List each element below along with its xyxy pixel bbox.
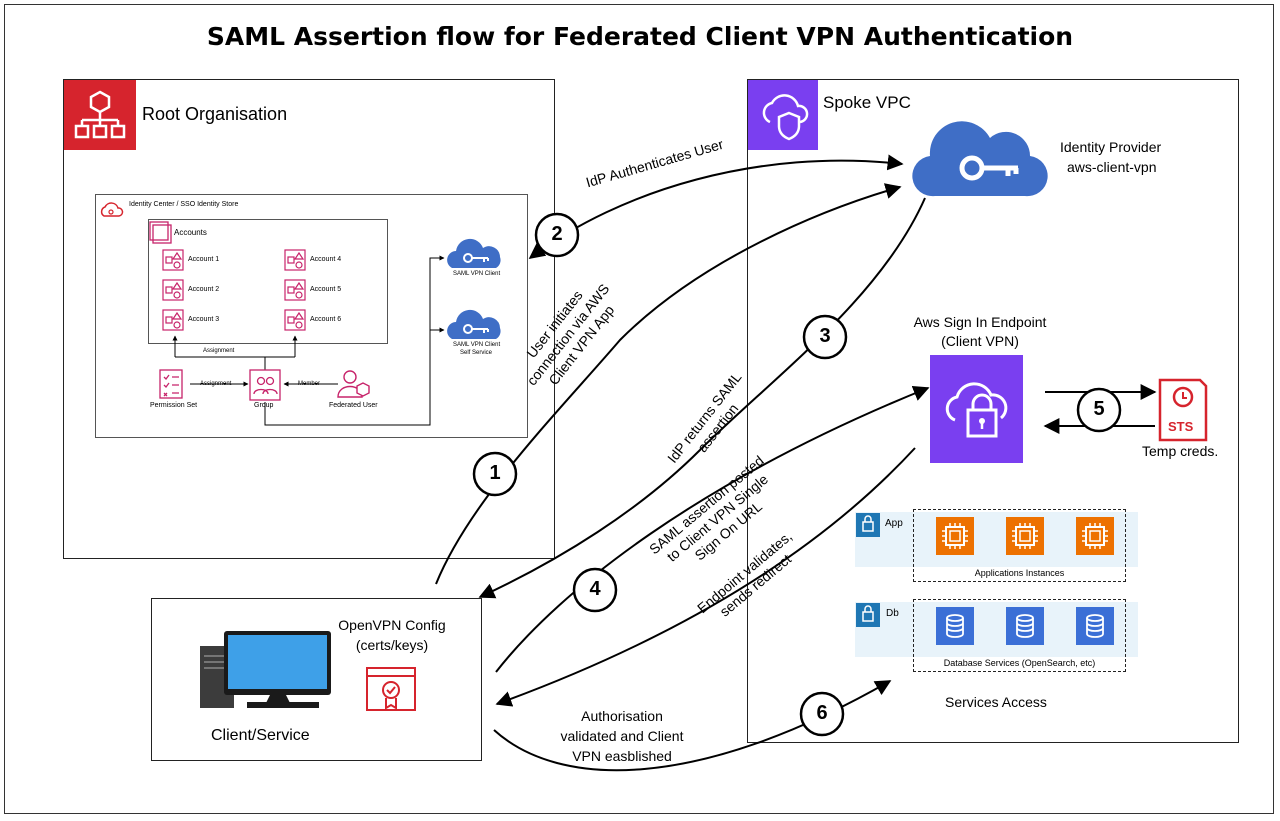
- assignment-left-label: Assignment: [200, 381, 232, 387]
- accounts-icon: [149, 221, 172, 244]
- account-4-label: Account 4: [310, 256, 342, 263]
- client-service-box: [151, 598, 482, 761]
- federated-user-icon: [337, 370, 370, 398]
- step-6-number: 6: [816, 702, 828, 724]
- authorisation-label: Authorisation validated and Client VPN e…: [542, 706, 702, 766]
- authorisation-line-1: Authorisation: [581, 708, 663, 724]
- account-6-label: Account 6: [310, 316, 342, 323]
- identity-center-label: Identity Center / SSO Identity Store: [129, 201, 239, 208]
- vpc-shield-icon: [748, 80, 818, 150]
- saml-vpn-client-self-service-cloud-icon: [447, 309, 501, 339]
- ec2-instance-icons: [936, 517, 1114, 555]
- step-4-number: 4: [589, 578, 601, 600]
- spoke-vpc-box: [747, 79, 1239, 743]
- diagram-frame: [4, 4, 1274, 814]
- permission-set-label: Permission Set: [150, 402, 198, 409]
- openvpn-config-label-1: OpenVPN Config: [338, 617, 446, 633]
- client-vpn-endpoint-icon: [930, 355, 1023, 463]
- member-label: Member: [298, 381, 321, 387]
- permission-set-icon: [159, 369, 183, 399]
- accounts-box: [148, 219, 388, 344]
- certificate-icon: [366, 667, 416, 711]
- saml-vpn-client-self-label-1: SAML VPN Client: [453, 342, 501, 348]
- app-tag-label: App: [885, 518, 903, 529]
- step-3-number: 3: [819, 325, 831, 347]
- db-tag-label: Db: [886, 608, 899, 619]
- account-5-label: Account 5: [310, 286, 342, 293]
- diagram-title: SAML Assertion flow for Federated Client…: [206, 22, 1074, 51]
- app-group-label: Applications Instances: [974, 568, 1065, 578]
- services-access-label: Services Access: [945, 694, 1047, 710]
- root-organisation-box: [63, 79, 555, 559]
- temp-creds-label: Temp creds.: [1142, 443, 1219, 459]
- db-services-dashed-box: [913, 599, 1126, 672]
- endpoint-label-1: Aws Sign In Endpoint: [913, 314, 1047, 330]
- root-organisation-label: Root Organisation: [142, 104, 288, 124]
- organization-icon: [64, 80, 136, 150]
- identity-provider-cloud-icon: [912, 121, 1048, 197]
- sts-label: STS: [1168, 419, 1194, 434]
- spoke-vpc-label: Spoke VPC: [823, 93, 911, 112]
- sts-token-icon: [1158, 378, 1208, 442]
- client-service-label: Client/Service: [211, 727, 310, 744]
- authorisation-line-2: validated and Client: [560, 728, 684, 744]
- step-badges: [472, 212, 1122, 737]
- endpoint-label-2: (Client VPN): [941, 333, 1019, 349]
- db-tag-icon: [856, 603, 880, 627]
- accounts-label: Accounts: [174, 228, 207, 237]
- app-instances-dashed-box: [913, 509, 1126, 582]
- saml-vpn-client-self-label-2: Self Service: [460, 350, 493, 356]
- step-1-number: 1: [489, 462, 501, 484]
- saml-vpn-client-cloud-icon: [447, 238, 501, 268]
- openvpn-config-label-2: (certs/keys): [355, 637, 429, 653]
- account-2-label: Account 2: [188, 286, 220, 293]
- identity-center-icon: [96, 195, 124, 223]
- step-5-number: 5: [1093, 398, 1105, 420]
- app-tag-icon: [856, 513, 880, 537]
- idp-label-2: aws-client-vpn: [1067, 159, 1157, 175]
- database-icons: [936, 607, 1114, 645]
- identity-center-connectors: [172, 255, 445, 426]
- group-icon: [249, 369, 281, 401]
- computer-icon: [200, 631, 331, 708]
- authorisation-line-3: VPN easblished: [572, 748, 672, 764]
- identity-center-box: [95, 194, 528, 438]
- idp-label-1: Identity Provider: [1060, 139, 1162, 155]
- account-icons: [162, 249, 306, 331]
- account-1-label: Account 1: [188, 256, 220, 263]
- federated-user-label: Federated User: [329, 402, 378, 409]
- group-label: Group: [254, 402, 274, 409]
- step-2-number: 2: [551, 223, 563, 245]
- assignment-top-label: Assignment: [203, 348, 235, 354]
- db-group-label: Database Services (OpenSearch, etc): [943, 658, 1096, 668]
- saml-vpn-client-label: SAML VPN Client: [453, 271, 501, 277]
- account-3-label: Account 3: [188, 316, 220, 323]
